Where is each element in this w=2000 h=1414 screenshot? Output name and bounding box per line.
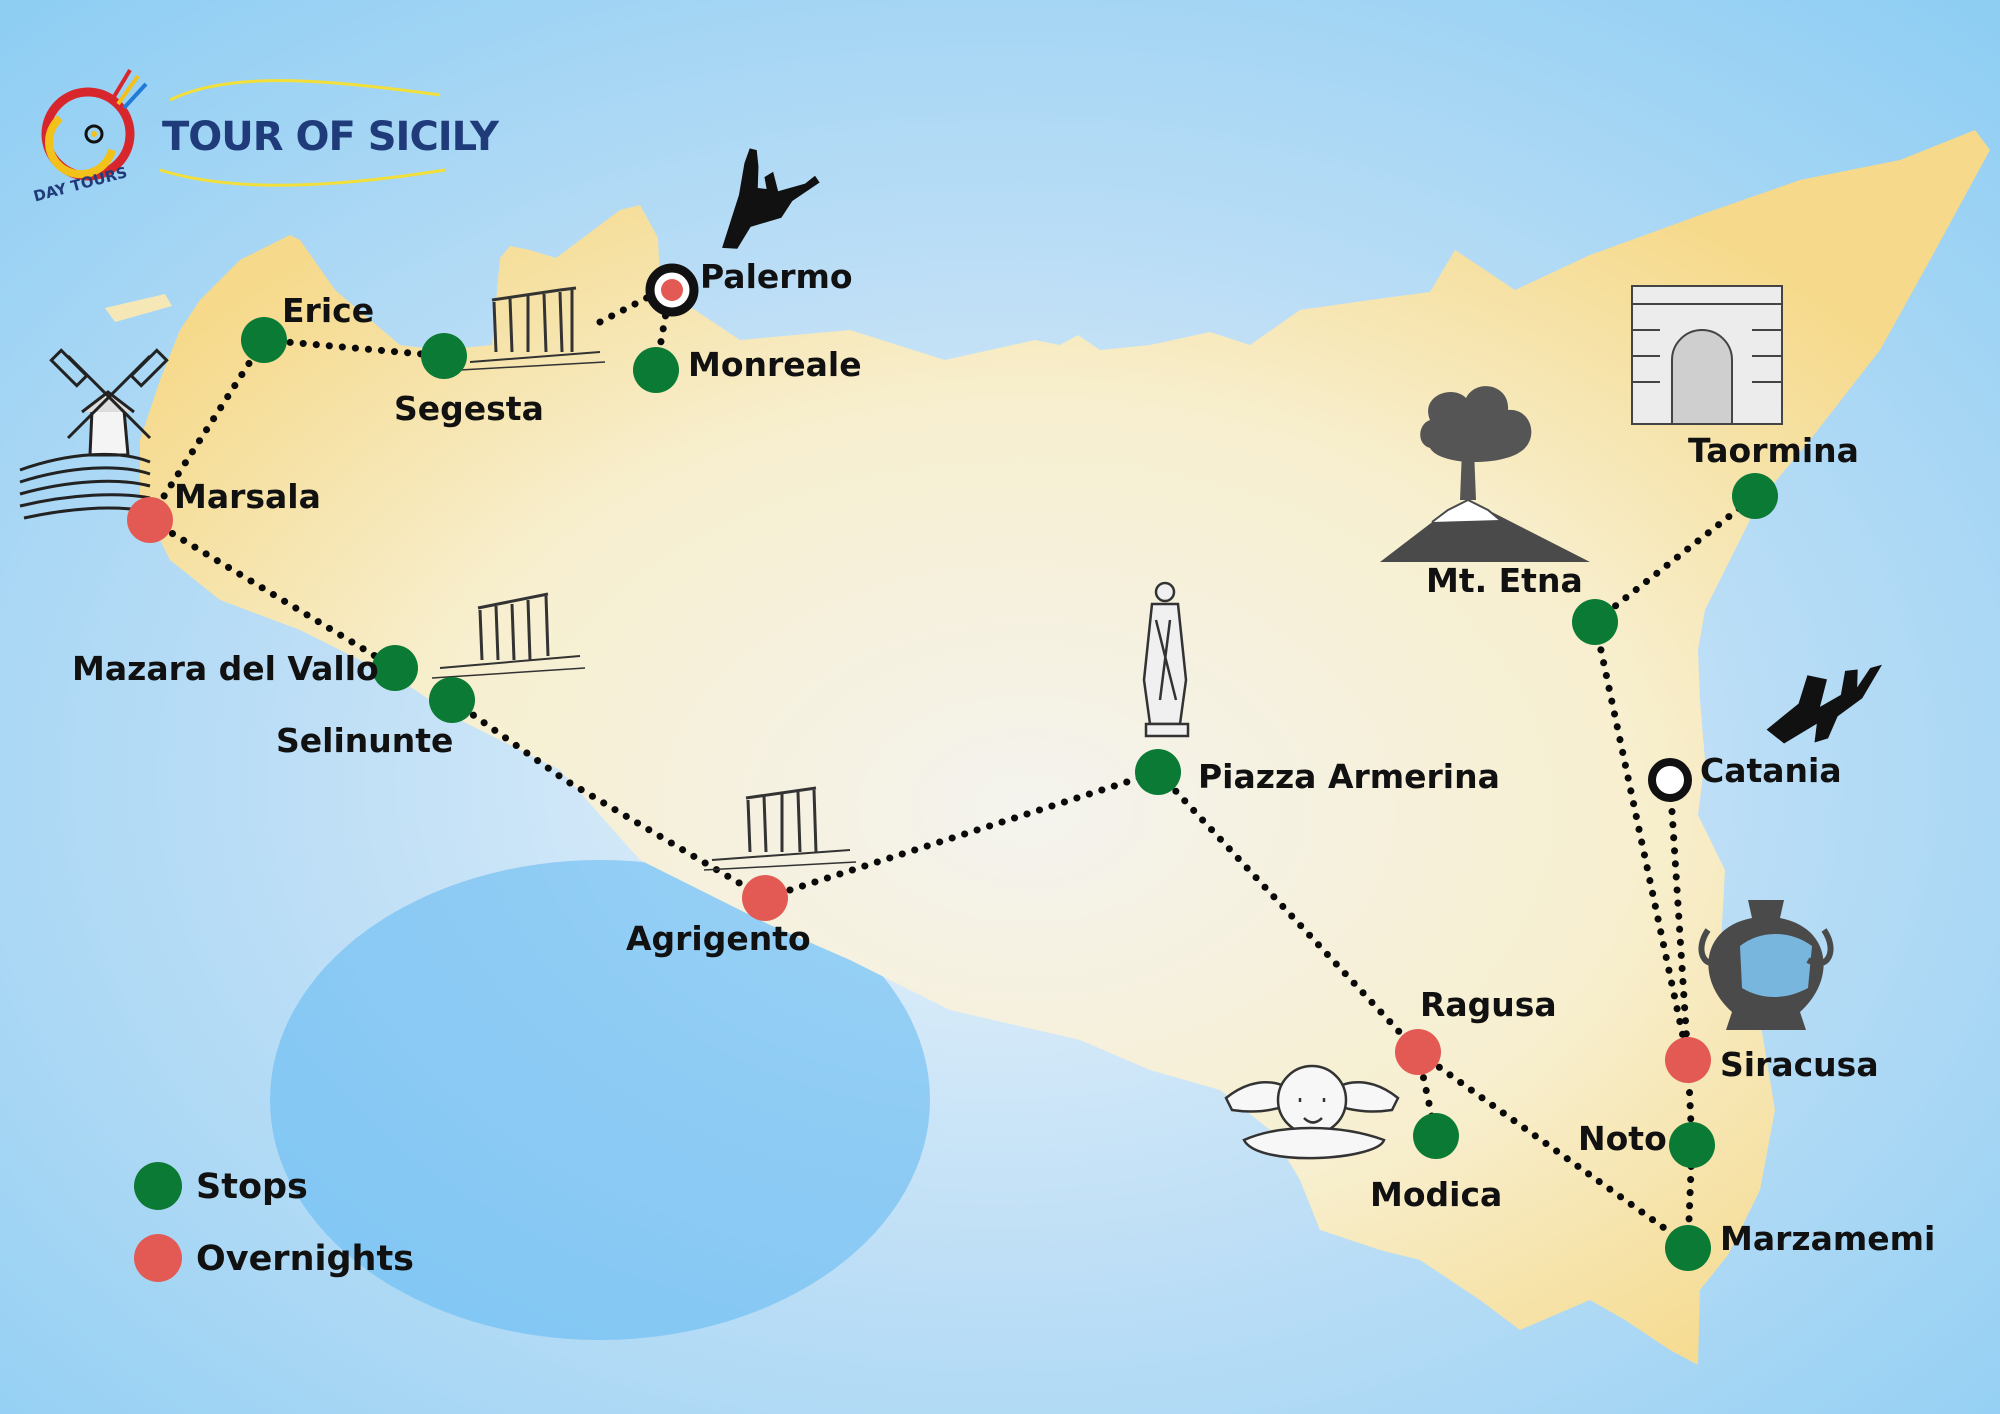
label-marzamemi: Marzamemi	[1720, 1219, 1935, 1258]
brand-title: TOUR OF SICILY	[162, 114, 500, 160]
legend-stops-swatch	[134, 1162, 182, 1210]
legend-overnights-label: Overnights	[196, 1239, 414, 1279]
plane-icon	[1766, 664, 1882, 744]
legend-overnights-swatch	[134, 1234, 182, 1282]
label-siracusa: Siracusa	[1720, 1045, 1879, 1084]
label-selinunte: Selinunte	[276, 721, 453, 760]
label-palermo: Palermo	[700, 257, 853, 296]
stop-marker-noto[interactable]	[1669, 1122, 1715, 1168]
label-mazara: Mazara del Vallo	[72, 649, 379, 688]
stop-marker-taormina[interactable]	[1732, 473, 1778, 519]
label-piazza: Piazza Armerina	[1198, 757, 1500, 796]
label-modica: Modica	[1370, 1175, 1502, 1214]
label-marsala: Marsala	[174, 477, 321, 516]
label-agrigento: Agrigento	[626, 919, 811, 958]
brand-title-group: TOUR OF SICILY	[159, 79, 501, 187]
amphora-icon	[1698, 900, 1834, 1030]
temple-ruins-icon	[459, 286, 606, 371]
label-taormina: Taormina	[1688, 431, 1859, 470]
label-catania: Catania	[1700, 751, 1842, 790]
label-etna: Mt. Etna	[1426, 561, 1583, 600]
sea-shading	[270, 860, 930, 1340]
temple-ruins-icon	[703, 786, 857, 871]
overnight-markers	[127, 497, 1711, 1083]
temple-ruins-icon	[431, 592, 586, 679]
overnight-marker-agrigento[interactable]	[742, 875, 788, 921]
route-agrigento-piazza	[761, 768, 1162, 902]
route-siracusa-catania	[1666, 776, 1692, 1064]
stop-marker-selinunte[interactable]	[429, 677, 475, 723]
route-ragusa-marzamemi	[1414, 1048, 1692, 1249]
stop-marker-segesta[interactable]	[421, 333, 467, 379]
stop-marker-modica[interactable]	[1413, 1113, 1459, 1159]
plane-icon	[722, 148, 820, 249]
stop-marker-etna[interactable]	[1572, 599, 1618, 645]
route-marsala-mazara	[146, 516, 399, 672]
statue-icon	[1142, 581, 1190, 738]
windmill-icon	[19, 348, 169, 520]
overnight-marker-ragusa[interactable]	[1395, 1029, 1441, 1075]
route-piazza-ragusa	[1154, 768, 1422, 1056]
label-monreale: Monreale	[688, 345, 862, 384]
stop-marker-piazza[interactable]	[1135, 749, 1181, 795]
stop-marker-erice[interactable]	[241, 317, 287, 363]
stop-markers	[241, 317, 1778, 1271]
label-segesta: Segesta	[394, 389, 544, 428]
label-noto: Noto	[1578, 1119, 1667, 1158]
route-siracusa-etna	[1591, 618, 1692, 1064]
legend: Stops Overnights	[134, 1162, 414, 1282]
stop-marker-mazara[interactable]	[372, 645, 418, 691]
archway-icon	[1631, 285, 1783, 425]
volcano-icon	[1380, 386, 1590, 562]
route-erice-segesta	[260, 336, 448, 360]
legend-stops-label: Stops	[196, 1167, 308, 1207]
stop-marker-marzamemi[interactable]	[1665, 1225, 1711, 1271]
route-marsala-erice	[146, 336, 268, 522]
islet	[105, 294, 172, 322]
palermo-airport-marker[interactable]	[645, 263, 699, 317]
label-erice: Erice	[282, 291, 374, 330]
route-etna-taormina	[1591, 492, 1759, 626]
label-ragusa: Ragusa	[1420, 985, 1557, 1024]
route-lines	[146, 282, 1759, 1249]
cherub-icon	[1224, 1064, 1400, 1160]
overnight-marker-siracusa[interactable]	[1665, 1037, 1711, 1083]
catania-airport-marker[interactable]	[1648, 758, 1692, 802]
overnight-marker-marsala[interactable]	[127, 497, 173, 543]
stop-marker-monreale[interactable]	[633, 347, 679, 393]
